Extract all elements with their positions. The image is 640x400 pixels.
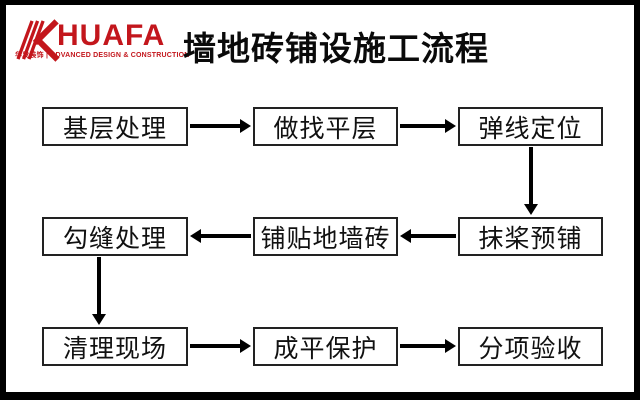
arrow-down-icon [92,257,106,325]
flow-box-label: 弹线定位 [478,114,583,143]
flow-box-label: 做找平层 [273,114,378,143]
huafa-logo-icon [16,19,60,62]
slide-content: HUAFA 华发装饰 | ADVANCED DESIGN & CONSTRUCT… [6,5,634,392]
arrow-right-icon [400,339,456,353]
arrow-down-icon [524,147,538,215]
arrow-right-icon [190,119,251,133]
flow-box-tile-laying: 铺贴地墙砖 [253,217,398,256]
flow-box-label: 勾缝处理 [62,224,167,253]
flow-box-site-cleanup: 清理现场 [42,327,188,366]
flow-box-label: 成平保护 [273,334,378,363]
brand-tagline: 华发装饰 | ADVANCED DESIGN & CONSTRUCTION [15,52,190,59]
arrow-right-icon [190,339,251,353]
flow-box-label: 抹桨预铺 [478,224,583,253]
flow-box-item-acceptance: 分项验收 [458,327,603,366]
brand-name: HUAFA [57,19,166,52]
flow-box-joint-treatment: 勾缝处理 [42,217,188,256]
flow-box-label: 基层处理 [62,114,167,143]
flow-box-label: 分项验收 [478,334,583,363]
arrow-right-icon [400,119,456,133]
flow-box-snapline-positioning: 弹线定位 [458,107,603,146]
arrow-left-icon [190,229,251,243]
arrow-left-icon [400,229,456,243]
flow-box-label: 铺贴地墙砖 [260,224,391,253]
page-title: 墙地砖铺设施工流程 [183,30,489,67]
flow-box-finished-protection: 成平保护 [253,327,398,366]
flow-box-label: 清理现场 [62,334,167,363]
flow-box-mortar-prelay: 抹桨预铺 [458,217,603,256]
flow-box-base-treatment: 基层处理 [42,107,188,146]
flow-box-leveling-layer: 做找平层 [253,107,398,146]
